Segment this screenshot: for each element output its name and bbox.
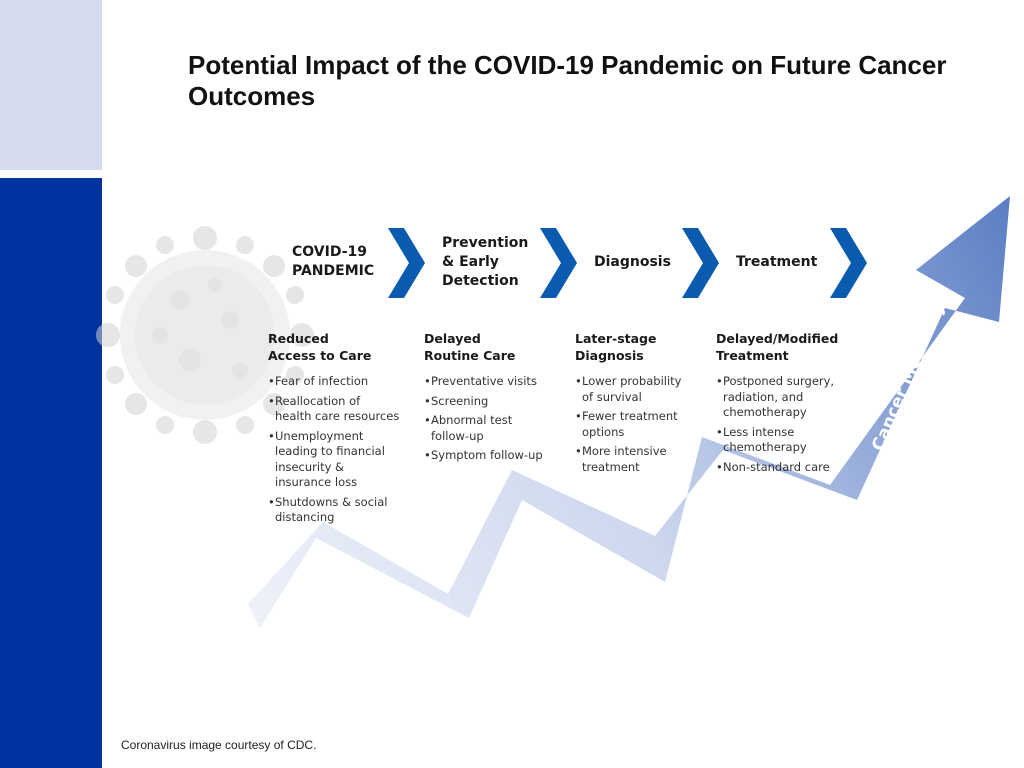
bullet-list-delayed-routine: Preventative visits Screening Abnormal t… xyxy=(424,374,546,468)
bullet-item: Reallocation of health care resources xyxy=(268,394,400,425)
slide-title: Potential Impact of the COVID-19 Pandemi… xyxy=(188,50,947,111)
heading-line: Routine Care xyxy=(424,348,516,363)
sidebar-accent-blue xyxy=(0,178,102,768)
chevron-right-icon xyxy=(540,228,577,298)
bullet-item: Postponed surgery, radiation, and chemot… xyxy=(716,374,838,421)
heading-line: Treatment xyxy=(716,348,789,363)
stage-covid-pandemic: COVID-19 PANDEMIC xyxy=(292,243,374,281)
bullet-item: Symptom follow-up xyxy=(424,448,546,464)
bullet-item: Non-standard care xyxy=(716,460,838,476)
stage-label-line: Diagnosis xyxy=(594,254,671,270)
bullet-item: Fear of infection xyxy=(268,374,400,390)
bullet-item: More intensive treatment xyxy=(575,444,691,475)
stage-prevention: Prevention & Early Detection xyxy=(442,234,528,291)
stage-label-line: PANDEMIC xyxy=(292,263,375,279)
bullet-item: Shutdowns & social distancing xyxy=(268,495,400,526)
stage-label-line: Treatment xyxy=(736,254,818,270)
column-heading-delayed-treatment: Delayed/Modified Treatment xyxy=(716,330,838,364)
bullet-item: Preventative visits xyxy=(424,374,546,390)
stage-label-line: Prevention xyxy=(442,235,529,251)
heading-line: Later-stage xyxy=(575,331,657,346)
chevron-right-icon xyxy=(682,228,719,298)
heading-line: Delayed xyxy=(424,331,481,346)
stage-diagnosis: Diagnosis xyxy=(594,253,671,272)
bullet-item: Abnormal test follow-up xyxy=(424,413,546,444)
column-heading-delayed-routine: Delayed Routine Care xyxy=(424,330,515,364)
stage-label-line: Detection xyxy=(442,273,519,289)
bullet-item: Unemployment leading to financial insecu… xyxy=(268,429,400,491)
bullet-item: Screening xyxy=(424,394,546,410)
bullet-item: Less intense chemotherapy xyxy=(716,425,838,456)
chevron-right-icon xyxy=(388,228,425,298)
bullet-item: Lower probability of survival xyxy=(575,374,691,405)
bullet-list-reduced-access: Fear of infection Reallocation of health… xyxy=(268,374,400,530)
coronavirus-image xyxy=(96,226,314,444)
stage-treatment: Treatment xyxy=(736,253,817,272)
column-heading-reduced-access: Reduced Access to Care xyxy=(268,330,371,364)
bullet-item: Fewer treatment options xyxy=(575,409,691,440)
sidebar-accent-light xyxy=(0,0,102,170)
column-heading-later-stage: Later-stage Diagnosis xyxy=(575,330,656,364)
cancer-mortality-label: Cancer Mortality xyxy=(868,299,949,454)
heading-line: Delayed/Modified xyxy=(716,331,839,346)
bullet-list-later-stage: Lower probability of survival Fewer trea… xyxy=(575,374,691,479)
image-credit: Coronavirus image courtesy of CDC. xyxy=(121,738,317,752)
heading-line: Access to Care xyxy=(268,348,372,363)
chevron-right-icon xyxy=(830,228,867,298)
stage-label-line: & Early xyxy=(442,254,499,270)
bullet-list-delayed-treatment: Postponed surgery, radiation, and chemot… xyxy=(716,374,838,479)
heading-line: Reduced xyxy=(268,331,329,346)
stage-label-line: COVID-19 xyxy=(292,244,368,260)
heading-line: Diagnosis xyxy=(575,348,644,363)
